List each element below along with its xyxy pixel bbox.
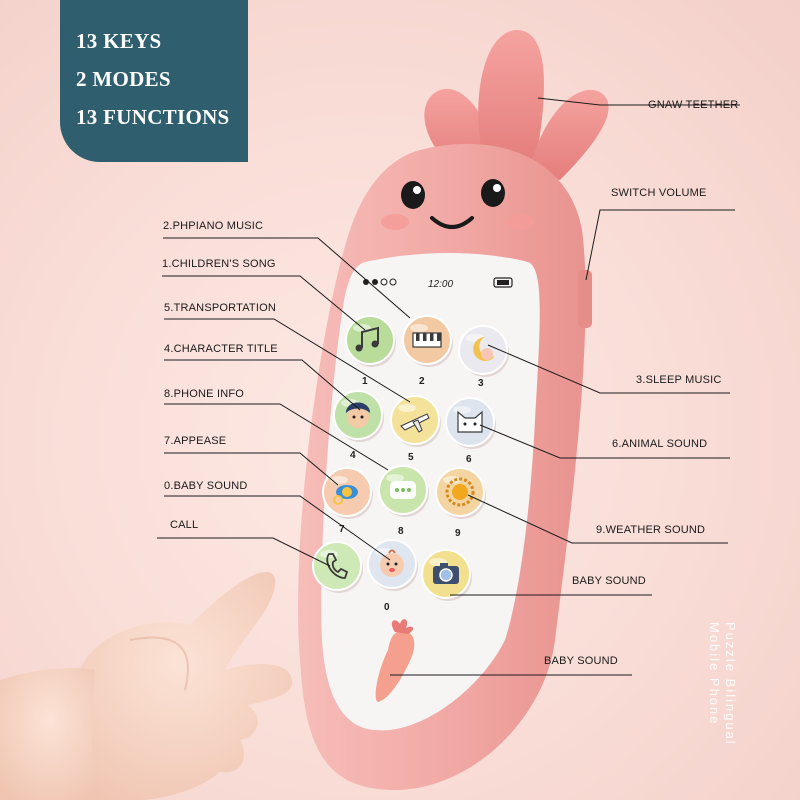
label-transportation: 5.TRANSPORTATION [164, 302, 276, 314]
key-number: 7 [339, 524, 345, 535]
label-appease: 7.APPEASE [164, 435, 227, 447]
key-number: 0 [384, 602, 390, 613]
carrot-button[interactable] [375, 619, 415, 702]
camera-icon [433, 563, 459, 584]
product-name-line1: Puzzle Bilingual [723, 622, 738, 746]
key-number: 4 [350, 450, 356, 461]
key-button[interactable] [333, 390, 384, 442]
label-baby-sound-0: 0.BABY SOUND [164, 480, 248, 492]
label-baby-sound-camera: BABY SOUND [572, 575, 646, 587]
carrot-face [381, 179, 534, 230]
label-weather-sound: 9.WEATHER SOUND [596, 524, 706, 536]
key-button[interactable] [435, 467, 486, 519]
product-name-line2: Mobile Phone [707, 622, 722, 726]
product-name-vertical: Puzzle Bilingual Mobile Phone [706, 622, 738, 782]
music-notes-icon [355, 326, 379, 352]
phone-handset-icon [326, 553, 349, 579]
key-button[interactable] [402, 315, 453, 367]
sun-icon [445, 477, 475, 507]
chat-bubble-icon [390, 481, 416, 499]
leader-lines [157, 97, 740, 676]
keypad: 1 2 3 4 5 6 7 8 9 0 [312, 315, 509, 613]
feature-badge: 13 KEYS 2 MODES 13 FUNCTIONS [60, 0, 248, 162]
key-number: 2 [419, 376, 425, 387]
key-button[interactable] [312, 541, 363, 593]
piano-icon [412, 332, 442, 348]
key-number: 8 [398, 526, 404, 537]
baby-hand [0, 571, 293, 800]
battery-icon [493, 277, 513, 288]
label-switch-volume: SWITCH VOLUME [611, 187, 707, 199]
label-childrens-song: 1.CHILDREN'S SONG [162, 258, 276, 270]
key-number: 9 [455, 528, 461, 539]
label-piano-music: 2.PHPIANO MUSIC [163, 220, 264, 232]
moon-icon [473, 337, 495, 361]
pacifier-icon [333, 485, 358, 505]
screen-time: 12:00 [428, 279, 453, 290]
badge-functions: 13 FUNCTIONS [76, 105, 230, 129]
badge-keys: 13 KEYS [76, 29, 162, 53]
label-baby-sound-carrot: BABY SOUND [544, 655, 618, 667]
label-gnaw-teether: GNAW TEETHER [648, 99, 739, 111]
key-button[interactable] [345, 315, 396, 367]
switch-volume-button [578, 270, 592, 328]
label-animal-sound: 6.ANIMAL SOUND [612, 438, 708, 450]
key-button[interactable] [445, 397, 496, 449]
label-sleep-music: 3.SLEEP MUSIC [636, 374, 722, 386]
key-button[interactable] [378, 465, 429, 517]
label-call: CALL [170, 519, 199, 531]
cat-icon [457, 410, 483, 433]
key-button[interactable] [367, 539, 418, 591]
label-phone-info: 8.PHONE INFO [164, 388, 245, 400]
baby-face-icon [380, 549, 404, 577]
key-number: 1 [362, 376, 368, 387]
key-number: 5 [408, 452, 414, 463]
signal-dots [363, 278, 397, 286]
label-character-title: 4.CHARACTER TITLE [164, 343, 278, 355]
key-number: 3 [478, 378, 484, 389]
key-button[interactable] [322, 467, 373, 519]
key-button[interactable] [390, 395, 441, 447]
key-number: 6 [466, 454, 472, 465]
key-button[interactable] [421, 549, 472, 601]
badge-modes: 2 MODES [76, 67, 171, 91]
key-button[interactable] [458, 325, 509, 377]
airplane-icon [400, 413, 430, 433]
